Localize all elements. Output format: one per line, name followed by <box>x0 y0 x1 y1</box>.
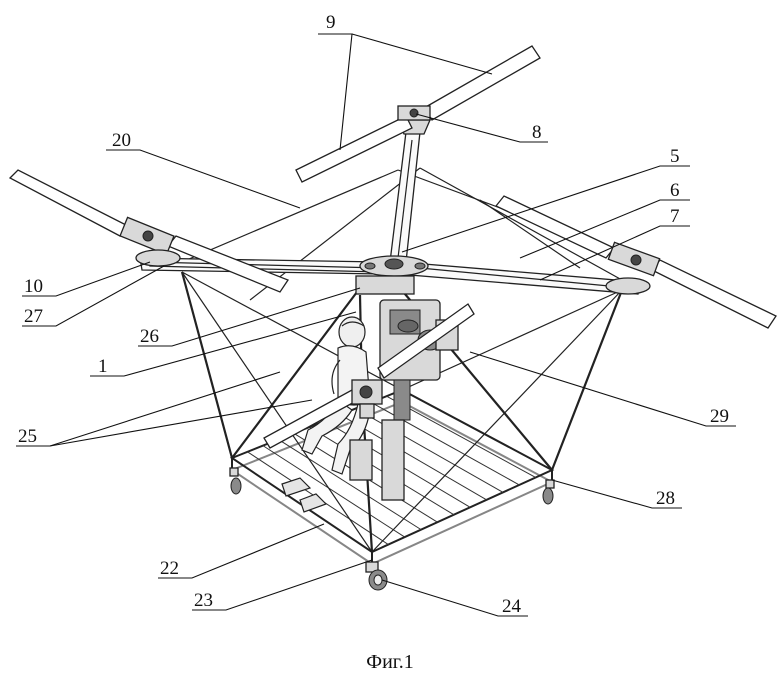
label-20: 20 <box>112 130 131 151</box>
label-25: 25 <box>18 426 37 447</box>
label-10: 10 <box>24 276 43 297</box>
central-mast <box>390 120 430 262</box>
label-9: 9 <box>326 12 336 33</box>
label-22: 22 <box>160 558 179 579</box>
leader-lines <box>16 34 736 616</box>
right-rotor <box>496 196 776 328</box>
label-1: 1 <box>98 356 108 377</box>
label-23: 23 <box>194 590 213 611</box>
figure-caption: Фиг.1 <box>366 651 413 673</box>
caster-right <box>543 480 554 504</box>
label-24: 24 <box>502 596 522 617</box>
label-28: 28 <box>656 488 675 509</box>
label-27: 27 <box>24 306 43 327</box>
deck-slat <box>356 409 503 493</box>
label-6: 6 <box>670 180 680 201</box>
label-numbers: 9 8 20 5 6 7 10 27 26 1 25 29 28 22 23 2… <box>18 12 729 617</box>
label-8: 8 <box>532 122 542 143</box>
label-7: 7 <box>670 206 680 227</box>
label-29: 29 <box>710 406 729 427</box>
caster-front <box>366 562 387 590</box>
label-5: 5 <box>670 146 680 167</box>
label-26: 26 <box>140 326 159 347</box>
caster-left <box>230 468 241 494</box>
